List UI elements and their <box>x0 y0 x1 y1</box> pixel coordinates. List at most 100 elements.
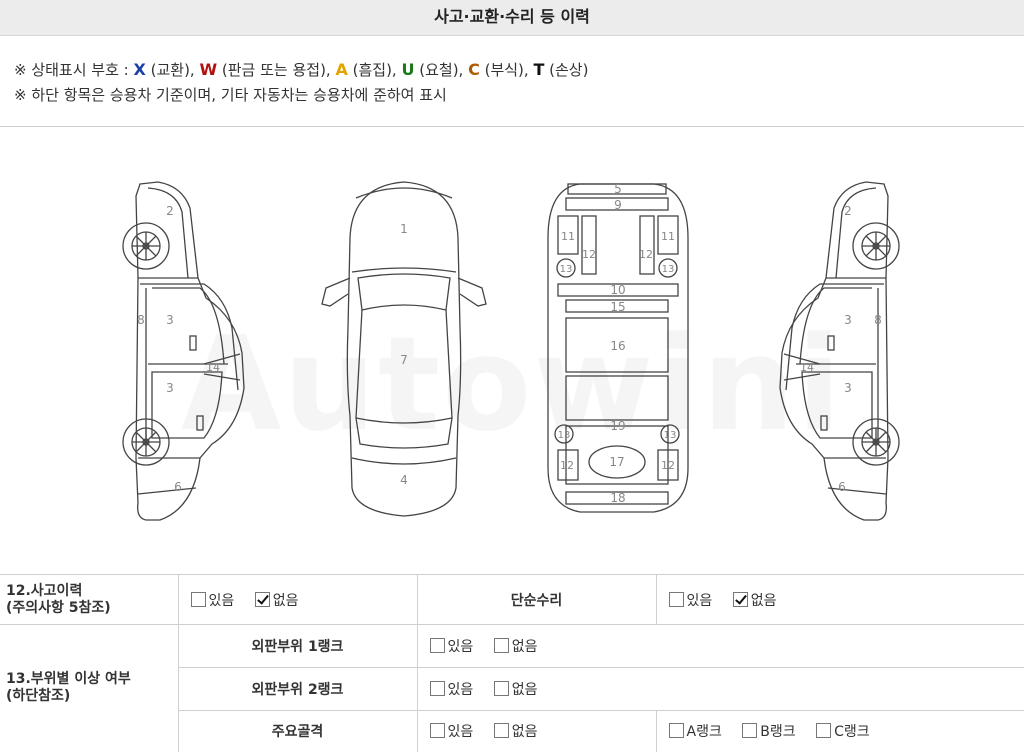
part-label-12-rear-right: 12 <box>661 459 675 472</box>
symbol-x-desc: (교환), <box>145 61 200 79</box>
rank1-options: 있음 없음 <box>417 624 1024 668</box>
repair-yes-checkbox[interactable] <box>668 591 684 607</box>
left-front-wheel <box>122 418 170 466</box>
part-label-2-left: 2 <box>166 204 174 218</box>
rank1-yes-checkbox[interactable] <box>429 638 445 653</box>
history-table: 12.사고이력 (주의사항 5참조) 있음 없음 단순수리 있음 없음 13.부… <box>0 574 1024 752</box>
rank2-no-checkbox[interactable] <box>493 681 509 696</box>
symbol-w: W <box>199 60 218 79</box>
frame-yes-checkbox[interactable] <box>429 723 445 739</box>
right-side-view <box>779 181 900 521</box>
part-label-1: 1 <box>400 222 408 236</box>
part-label-13-rear-left: 13 <box>558 430 571 441</box>
part-label-16: 16 <box>610 339 625 353</box>
outer-panel-rank2-label: 외판부위 2랭크 <box>178 667 418 711</box>
rank2-no-option[interactable]: 없음 <box>493 679 538 699</box>
top-view <box>321 181 487 517</box>
rank-a-option[interactable]: A랭크 <box>668 721 722 741</box>
outer-panel-rank1-label: 외판부위 1랭크 <box>178 624 418 668</box>
option-label: 있음 <box>447 682 474 698</box>
rank1-no-option[interactable]: 없음 <box>493 636 538 656</box>
part-label-5: 5 <box>614 182 622 196</box>
symbol-c-desc: (부식), <box>479 61 534 79</box>
option-label: B랭크 <box>760 724 796 741</box>
rank-b-option[interactable]: B랭크 <box>742 721 796 741</box>
part-label-8-right: 8 <box>874 313 882 327</box>
part-abnormality-label: 13.부위별 이상 여부 (하단참조) <box>0 624 179 752</box>
symbol-t-desc: (손상) <box>544 61 589 79</box>
rank-b-checkbox[interactable] <box>742 723 758 739</box>
part-label-11-left: 11 <box>561 230 575 243</box>
rank-c-checkbox[interactable] <box>816 723 832 739</box>
legend-prefix: ※ 상태표시 부호 : <box>14 61 134 79</box>
page-title: 사고·교환·수리 등 이력 <box>0 0 1024 36</box>
part-label-3-right-lower: 3 <box>844 381 852 395</box>
car-diagram: Autowini <box>0 128 1024 574</box>
rank2-yes-option[interactable]: 있음 <box>429 679 474 699</box>
table-row-accident: 12.사고이력 (주의사항 5참조) 있음 없음 단순수리 있음 없음 <box>0 574 1024 625</box>
label-line: 13.부위별 이상 여부 <box>6 671 131 688</box>
part-label-14-right: 14 <box>800 361 814 374</box>
table-row-frame: 주요골격 있음 없음 A랭크 B랭크 C랭크 <box>0 710 1024 752</box>
simple-repair-options: 있음 없음 <box>656 574 1024 625</box>
accident-history-label: 12.사고이력 (주의사항 5참조) <box>0 574 179 625</box>
symbol-t: T <box>533 60 545 79</box>
label-line: (주의사항 5참조) <box>6 599 111 616</box>
part-label-12-front-left: 12 <box>582 248 596 261</box>
main-frame-label: 주요골격 <box>178 710 418 752</box>
symbol-a: A <box>335 60 348 79</box>
part-label-13-front-left: 13 <box>560 264 573 275</box>
option-label: 없음 <box>272 592 299 609</box>
frame-no-checkbox[interactable] <box>493 723 509 739</box>
part-label-3-left-upper: 3 <box>166 313 174 327</box>
symbol-c: C <box>468 60 480 79</box>
accident-yes-checkbox[interactable] <box>190 591 206 607</box>
symbol-a-desc: (흠집), <box>347 61 402 79</box>
part-label-18: 18 <box>610 491 625 505</box>
legend-panel: ※ 상태표시 부호 : X (교환), W (판금 또는 용접), A (흠집)… <box>0 37 1024 127</box>
option-label: 없음 <box>511 724 538 741</box>
part-label-14-left: 14 <box>206 361 220 374</box>
accident-no-option[interactable]: 없음 <box>254 590 299 610</box>
part-label-15: 15 <box>610 300 625 314</box>
rank-a-checkbox[interactable] <box>668 723 684 739</box>
watermark: Autowini <box>180 308 844 460</box>
accident-no-checkbox[interactable] <box>254 591 270 607</box>
frame-yes-option[interactable]: 있음 <box>429 721 474 741</box>
accident-options: 있음 없음 <box>178 574 418 625</box>
part-label-12-rear-left: 12 <box>560 459 574 472</box>
rank-c-option[interactable]: C랭크 <box>816 721 870 741</box>
frame-no-option[interactable]: 없음 <box>493 721 538 741</box>
part-label-2-right: 2 <box>844 204 852 218</box>
repair-yes-option[interactable]: 있음 <box>668 590 712 610</box>
label-line: (하단참조) <box>6 688 71 705</box>
rank2-yes-checkbox[interactable] <box>429 681 445 696</box>
option-label: 없음 <box>750 592 777 609</box>
part-label-6-left: 6 <box>174 480 182 494</box>
repair-no-checkbox[interactable] <box>732 591 748 607</box>
symbol-w-desc: (판금 또는 용접), <box>217 61 336 79</box>
rank1-yes-option[interactable]: 있음 <box>429 636 473 656</box>
right-rear-wheel <box>852 222 900 270</box>
frame-rank-options: A랭크 B랭크 C랭크 <box>656 710 1024 752</box>
frame-options: 있음 없음 <box>417 710 657 752</box>
legend-note: ※ 하단 항목은 승용차 기준이며, 기타 자동차는 승용차에 준하여 표시 <box>14 86 447 104</box>
option-label: 없음 <box>511 639 538 655</box>
label-line: 12.사고이력 <box>6 582 83 599</box>
option-label: 없음 <box>511 682 538 698</box>
accident-yes-option[interactable]: 있음 <box>190 590 234 610</box>
underbody-view <box>547 183 689 513</box>
rank1-no-checkbox[interactable] <box>493 638 509 653</box>
symbol-x: X <box>133 60 146 79</box>
repair-no-option[interactable]: 없음 <box>732 590 777 610</box>
legend-symbols-line: ※ 상태표시 부호 : X (교환), W (판금 또는 용접), A (흠집)… <box>14 57 1024 83</box>
simple-repair-label: 단순수리 <box>417 574 657 625</box>
part-label-9: 9 <box>614 198 622 212</box>
part-label-6-right: 6 <box>838 480 846 494</box>
option-label: C랭크 <box>834 724 870 741</box>
option-label: 있음 <box>447 724 474 741</box>
part-label-8-left: 8 <box>137 313 145 327</box>
left-side-view <box>122 181 245 521</box>
option-label: A랭크 <box>686 724 722 741</box>
part-label-3-right-upper: 3 <box>844 313 852 327</box>
